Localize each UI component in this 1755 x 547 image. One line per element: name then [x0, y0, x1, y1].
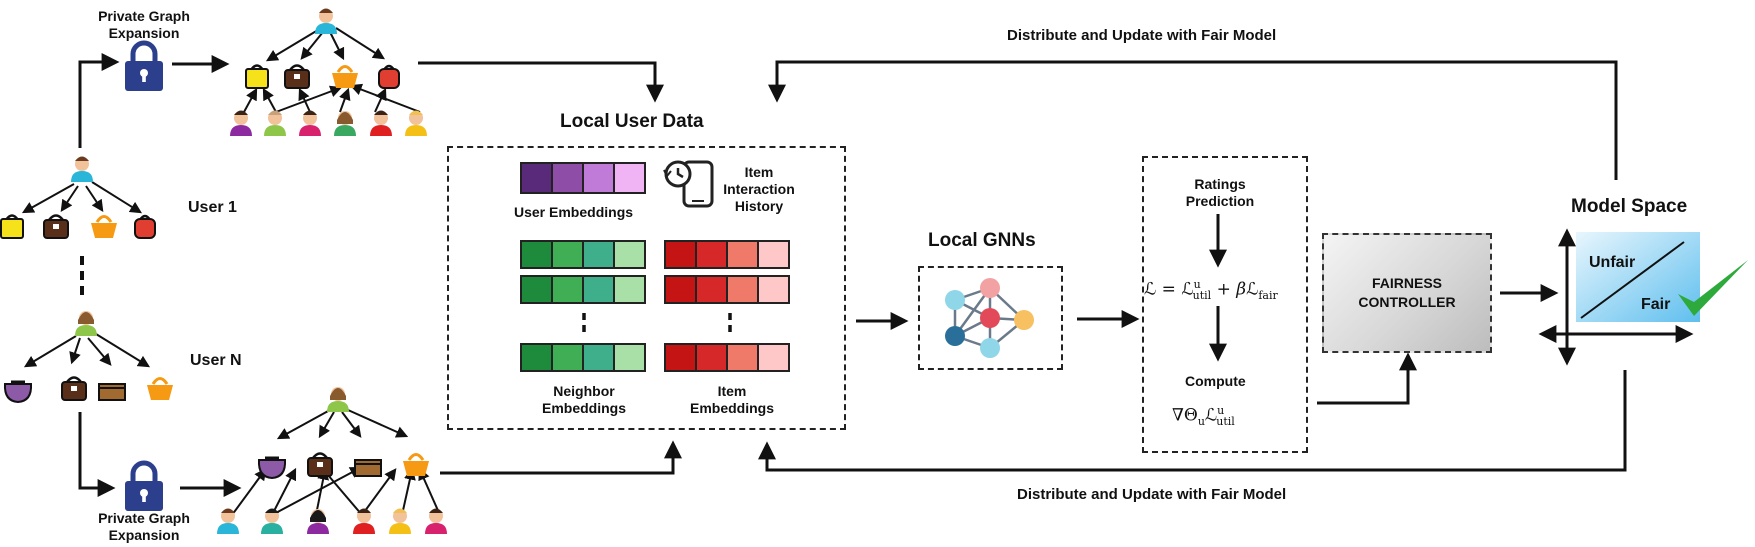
top-expanded-graph: [243, 27, 421, 113]
checkmark-icon: [1678, 260, 1748, 316]
unfair-label: Unfair: [1589, 254, 1636, 271]
formula-box: [1142, 156, 1308, 453]
bottom-expanded-graph: [231, 409, 441, 516]
user-embeddings-bar: [520, 162, 646, 194]
distribute-bottom-label: Distribute and Update with Fair Model: [1017, 486, 1287, 503]
lock-icon-bottom: [125, 460, 163, 511]
model-space-title: Model Space: [1571, 196, 1688, 217]
user-embeddings-label: User Embeddings: [514, 204, 634, 220]
distribute-top-label: Distribute and Update with Fair Model: [1007, 27, 1277, 44]
user-n-label: User N: [190, 352, 242, 369]
local-user-data-box: [447, 146, 846, 430]
model-space: [1538, 228, 1700, 366]
neighbor-embeddings-bars: [520, 240, 646, 372]
person-icons: [71, 8, 447, 534]
loss-formula: ℒ = ℒuutil + βℒfair: [1144, 278, 1278, 303]
neural-network-icon: [945, 278, 1034, 358]
user-1-label: User 1: [188, 199, 237, 216]
item-embeddings-bars: [664, 240, 790, 372]
gradient-formula: ∇Θuℒuutil: [1172, 404, 1235, 429]
local-gnn-box: [918, 266, 1063, 370]
shopping-bag-icons: [0, 64, 429, 480]
local-gnns-title: Local GNNs: [928, 230, 1036, 251]
compute-label: Compute: [1185, 373, 1246, 389]
lock-icon-top: [125, 40, 163, 91]
fair-label: Fair: [1641, 296, 1671, 313]
clock-phone-icon: [663, 160, 714, 208]
local-user-data-title: Local User Data: [560, 111, 704, 132]
usern-graph-edges: [23, 333, 151, 368]
connector-lines: [78, 53, 1627, 497]
user1-graph-edges: [21, 181, 143, 214]
